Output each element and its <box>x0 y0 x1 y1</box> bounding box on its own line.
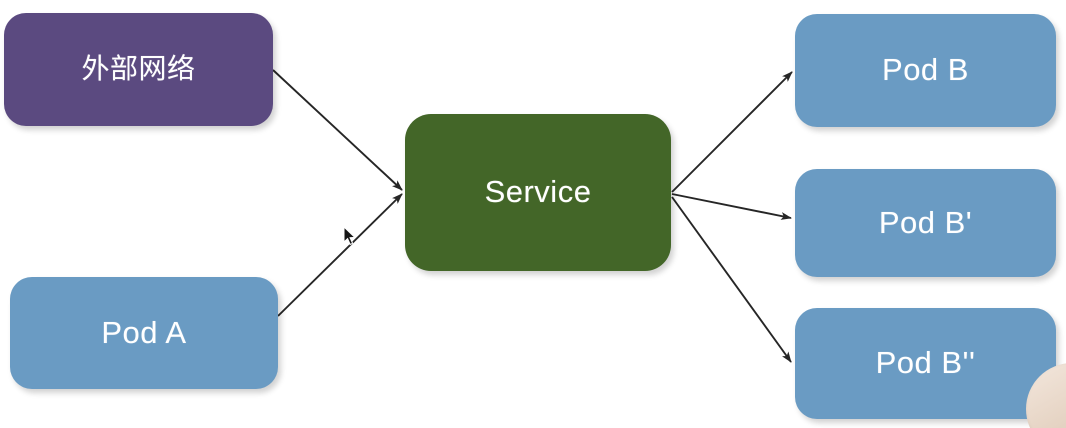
node-service[interactable]: Service <box>405 114 671 271</box>
node-pod-b-prime[interactable]: Pod B' <box>795 169 1056 277</box>
edge-service-to-pod-b-double-prime <box>671 196 792 363</box>
node-pod-a[interactable]: Pod A <box>10 277 278 389</box>
node-service-label: Service <box>484 174 592 210</box>
mouse-pointer-icon <box>343 226 356 246</box>
node-pod-b-double-prime-label: Pod B'' <box>875 345 976 381</box>
node-pod-b-prime-label: Pod B' <box>878 204 973 240</box>
edge-external-to-service <box>272 69 403 191</box>
node-pod-a-label: Pod A <box>101 314 187 350</box>
edge-service-to-pod-b-prime <box>671 193 792 220</box>
node-pod-b-double-prime[interactable]: Pod B'' <box>795 308 1056 419</box>
node-pod-b-label: Pod B <box>882 52 969 88</box>
node-external-network[interactable]: 外部网络 <box>4 13 273 126</box>
edge-service-to-pod-b <box>671 71 793 193</box>
node-pod-b[interactable]: Pod B <box>795 14 1056 127</box>
edge-pod-a-to-service <box>277 193 403 317</box>
node-external-network-label: 外部网络 <box>81 53 196 85</box>
